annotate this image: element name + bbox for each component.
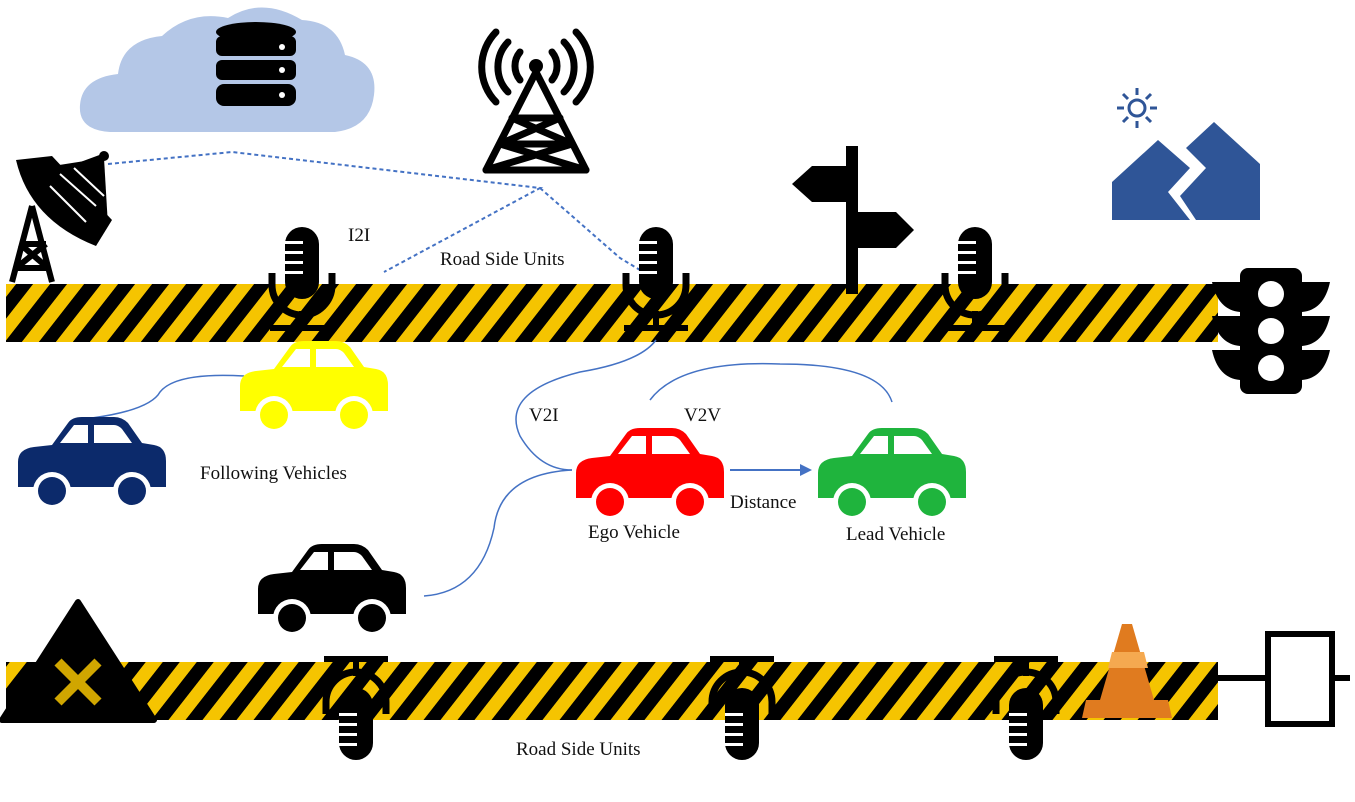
traffic-cone-icon bbox=[1082, 624, 1172, 718]
car-icon bbox=[18, 417, 166, 510]
following-vehicles-label: Following Vehicles bbox=[200, 463, 347, 484]
car-icon bbox=[240, 341, 388, 434]
distance-arrow bbox=[730, 464, 812, 476]
rsu-bottom-label: Road Side Units bbox=[516, 739, 641, 760]
satellite-dish-icon bbox=[9, 151, 112, 283]
distance-label: Distance bbox=[730, 492, 797, 513]
rsu-top-label: Road Side Units bbox=[440, 249, 565, 270]
signpost-icon bbox=[792, 146, 914, 294]
v2v-label: V2V bbox=[684, 405, 721, 426]
mountain-sun-icon bbox=[1112, 88, 1260, 220]
lead-vehicle-label: Lead Vehicle bbox=[846, 524, 946, 545]
traffic-light-icon bbox=[1212, 268, 1330, 394]
top-road bbox=[6, 284, 1218, 342]
cell-tower-icon bbox=[478, 28, 594, 174]
car-icon bbox=[818, 428, 966, 521]
car-icon bbox=[258, 544, 406, 637]
i2i-label: I2I bbox=[348, 225, 371, 246]
ego-vehicle-label: Ego Vehicle bbox=[588, 522, 680, 543]
v2i-label: V2I bbox=[529, 405, 559, 426]
v2x-links bbox=[91, 339, 893, 597]
i2i-link-lines bbox=[107, 150, 641, 273]
barrier-gate-icon bbox=[1214, 631, 1350, 727]
crossing-sign-icon bbox=[0, 599, 157, 723]
cloud-database-icon bbox=[79, 7, 375, 132]
car-icon bbox=[576, 428, 724, 521]
